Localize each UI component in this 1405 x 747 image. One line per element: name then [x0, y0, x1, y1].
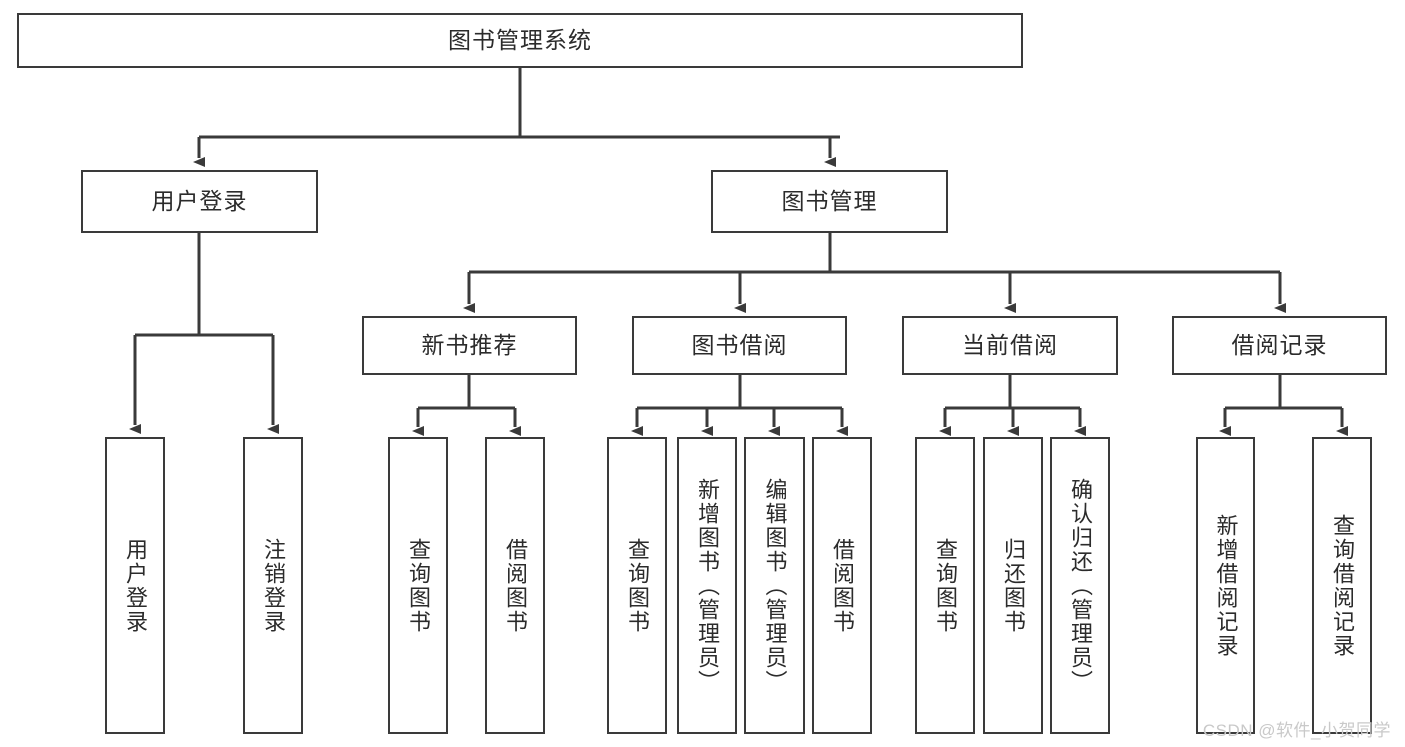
- node-book-management-module-label: 图书管理: [781, 187, 878, 214]
- leaf-current-confirm-return-label: 确认归还（管理员）: [1067, 477, 1093, 694]
- leaf-user-logout-label: 注销登录: [260, 537, 286, 634]
- node-borrow-record[interactable]: 借阅记录: [1172, 316, 1387, 375]
- leaf-borrow-query-book-label: 查询图书: [624, 537, 650, 634]
- node-user-login-module[interactable]: 用户登录: [81, 170, 318, 233]
- leaf-borrow-add-book-label: 新增图书（管理员）: [694, 477, 720, 694]
- edge-root-to-level2: [193, 68, 840, 167]
- leaf-borrow-borrow-book[interactable]: 借阅图书: [812, 437, 872, 734]
- node-new-book-recommend-label: 新书推荐: [421, 331, 518, 358]
- leaf-borrow-edit-book[interactable]: 编辑图书（管理员）: [744, 437, 805, 734]
- node-current-borrow[interactable]: 当前借阅: [902, 316, 1118, 375]
- leaf-newbook-query-book[interactable]: 查询图书: [388, 437, 448, 734]
- edge-borrow-to-leaves: [631, 375, 848, 436]
- leaf-user-logout[interactable]: 注销登录: [243, 437, 303, 734]
- node-book-borrow-label: 图书借阅: [691, 331, 788, 358]
- leaf-record-add[interactable]: 新增借阅记录: [1196, 437, 1255, 734]
- node-book-management-module[interactable]: 图书管理: [711, 170, 948, 233]
- leaf-current-confirm-return[interactable]: 确认归还（管理员）: [1050, 437, 1110, 734]
- leaf-current-return-book-label: 归还图书: [1000, 537, 1026, 634]
- leaf-newbook-query-book-label: 查询图书: [405, 537, 431, 634]
- leaf-user-login[interactable]: 用户登录: [105, 437, 165, 734]
- leaf-current-query-book[interactable]: 查询图书: [915, 437, 975, 734]
- leaf-borrow-borrow-book-label: 借阅图书: [829, 537, 855, 634]
- leaf-borrow-add-book[interactable]: 新增图书（管理员）: [677, 437, 737, 734]
- leaf-record-add-label: 新增借阅记录: [1213, 513, 1239, 658]
- edge-newbook-to-leaves: [412, 375, 521, 436]
- node-borrow-record-label: 借阅记录: [1231, 331, 1328, 358]
- node-user-login-module-label: 用户登录: [151, 187, 248, 214]
- node-current-borrow-label: 当前借阅: [962, 331, 1058, 358]
- node-book-borrow[interactable]: 图书借阅: [632, 316, 847, 375]
- edge-book-to-level3: [463, 233, 1286, 313]
- leaf-borrow-edit-book-label: 编辑图书（管理员）: [762, 477, 788, 694]
- leaf-record-query[interactable]: 查询借阅记录: [1312, 437, 1372, 734]
- leaf-current-query-book-label: 查询图书: [932, 537, 958, 634]
- leaf-newbook-borrow-book[interactable]: 借阅图书: [485, 437, 545, 734]
- edge-current-to-leaves: [939, 375, 1086, 436]
- leaf-newbook-borrow-book-label: 借阅图书: [502, 537, 528, 634]
- edge-user-to-leaves: [129, 233, 279, 434]
- csdn-watermark: CSDN @软件_小贺同学: [1202, 721, 1391, 740]
- leaf-borrow-query-book[interactable]: 查询图书: [607, 437, 667, 734]
- edge-record-to-leaves: [1219, 375, 1348, 436]
- node-root[interactable]: 图书管理系统: [17, 13, 1023, 68]
- leaf-record-query-label: 查询借阅记录: [1329, 513, 1355, 658]
- node-new-book-recommend[interactable]: 新书推荐: [362, 316, 577, 375]
- leaf-user-login-label: 用户登录: [122, 537, 148, 634]
- leaf-current-return-book[interactable]: 归还图书: [983, 437, 1043, 734]
- node-root-label: 图书管理系统: [448, 26, 592, 53]
